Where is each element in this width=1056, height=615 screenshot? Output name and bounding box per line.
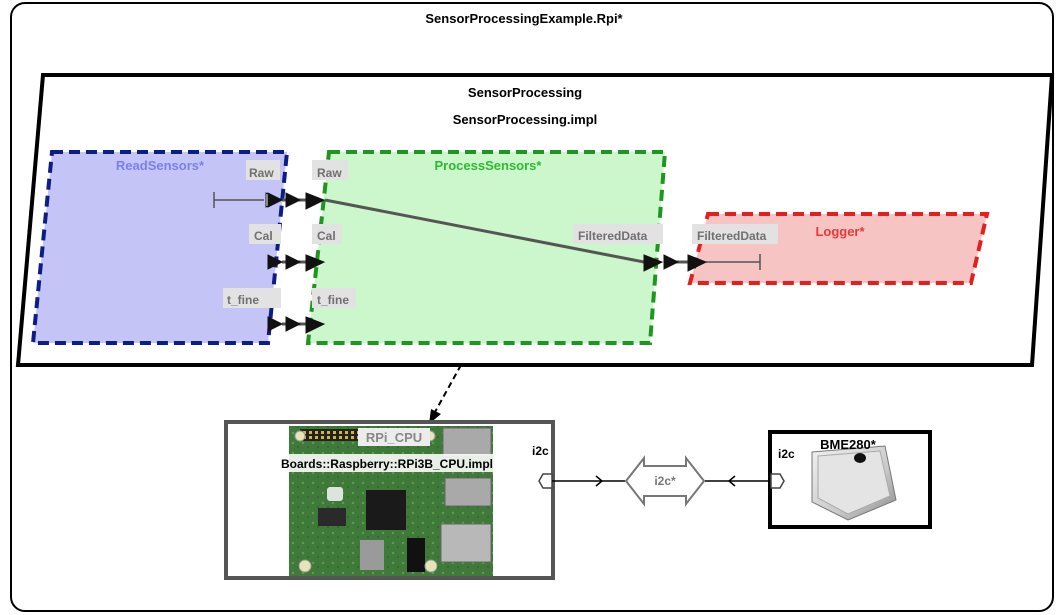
device-port-i2c-label: i2c [778, 447, 795, 461]
device-container[interactable]: i2c BME280* [768, 430, 932, 529]
bme280-sensor-image [811, 445, 897, 521]
process-impl: SensorProcessing.impl [453, 112, 598, 127]
thread-read-sensors-label: ReadSensors* [116, 158, 205, 173]
logger-filtered-stub [706, 254, 761, 270]
device-name: BME280* [820, 437, 877, 452]
read-raw-stub [213, 192, 264, 208]
thread-process-sensors-label: ProcessSensors* [435, 158, 543, 173]
raspberry-pi-board-image [289, 426, 493, 576]
cpu-impl: Boards::Raspberry::RPi3B_CPU.impl [281, 457, 493, 471]
thread-read-sensors[interactable]: ReadSensors* [30, 150, 290, 345]
proc-port-raw-label: Raw [317, 166, 342, 180]
cpu-i2c-port[interactable] [538, 473, 553, 489]
cpu-port-i2c-label: i2c [532, 444, 549, 458]
thread-logger-label: Logger* [815, 224, 865, 239]
device-i2c-port[interactable] [770, 473, 785, 489]
cpu-name: RPi_CPU [366, 430, 422, 445]
thread-process-sensors[interactable]: ProcessSensors* [305, 150, 668, 345]
port-triangles[interactable] [265, 192, 708, 334]
port-label-backgrounds [223, 160, 778, 308]
bus-connections[interactable] [552, 475, 770, 487]
cpu-container[interactable]: RPi_CPU Boards::Raspberry::RPi3B_CPU.imp… [224, 420, 555, 580]
i2c-bus[interactable]: i2c* [624, 455, 706, 507]
i2c-bus-label: i2c* [654, 474, 676, 488]
proc-port-cal-label: Cal [317, 229, 336, 243]
read-port-tfine-label: t_fine [227, 293, 259, 307]
logger-port-filtered-label: FilteredData [697, 229, 767, 243]
read-port-raw-label: Raw [249, 166, 274, 180]
proc-port-filtered-label: FilteredData [578, 229, 648, 243]
system-title: SensorProcessingExample.Rpi* [425, 11, 623, 26]
process-name: SensorProcessing [468, 85, 582, 100]
read-port-cal-label: Cal [254, 229, 273, 243]
proc-port-tfine-label: t_fine [317, 293, 349, 307]
